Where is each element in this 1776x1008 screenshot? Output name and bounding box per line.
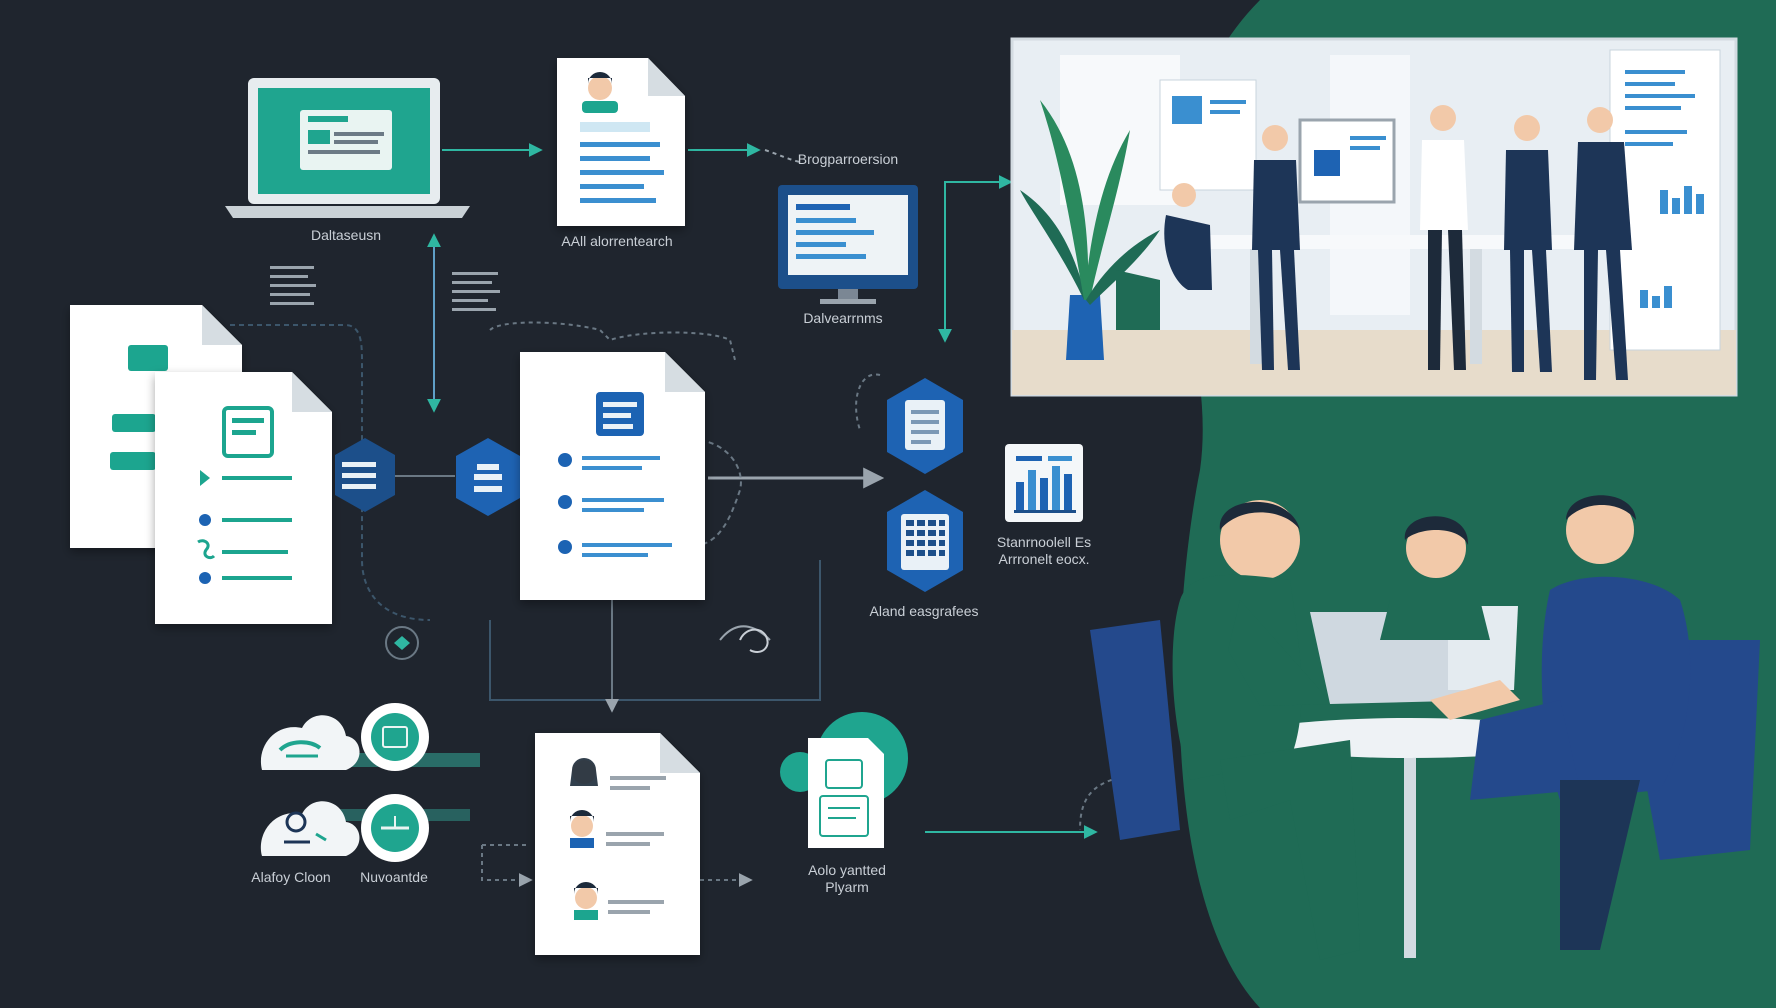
client-cloud-label: Alafoy Cloon — [251, 869, 331, 885]
checklist-document-icon — [520, 352, 705, 600]
people-list-document-icon — [535, 733, 700, 955]
hexagon-document-icon — [887, 378, 963, 474]
monitor-label: Dalvearrnms — [803, 310, 883, 326]
network-node-icon — [361, 703, 429, 862]
cloud-user-icon — [260, 801, 360, 856]
hexagon-stack-icon — [456, 438, 520, 516]
text-lines-icon — [270, 266, 500, 311]
office-meeting-illustration — [1010, 37, 1738, 397]
small-node-icon — [385, 626, 769, 660]
automated-document-icon — [780, 712, 908, 848]
laptop-icon — [225, 78, 470, 218]
profile-document-icon — [557, 58, 685, 226]
profile-document-label: AAll alorrentearch — [561, 233, 673, 249]
hexagon-pair-label: Aland easgrafees — [869, 603, 979, 619]
hexagon-spreadsheet-icon — [887, 490, 963, 592]
arrow-annotation-label: Brogparroersion — [797, 151, 899, 167]
bar-chart-report-icon — [1005, 444, 1083, 522]
automated-platform-label: Aolo yantted Plyarm — [808, 862, 886, 895]
team-meeting-illustration — [1090, 495, 1760, 960]
hexagon-list-icon — [335, 438, 395, 512]
monitor-icon — [778, 185, 918, 304]
laptop-label: Daltaseusn — [310, 227, 382, 243]
cloud-icon — [260, 715, 360, 770]
network-label: Nuvoantde — [360, 869, 428, 885]
report-label: Stanrnoolell Es Arrronelt eocx. — [996, 534, 1092, 567]
document-stack-icon — [70, 305, 332, 624]
